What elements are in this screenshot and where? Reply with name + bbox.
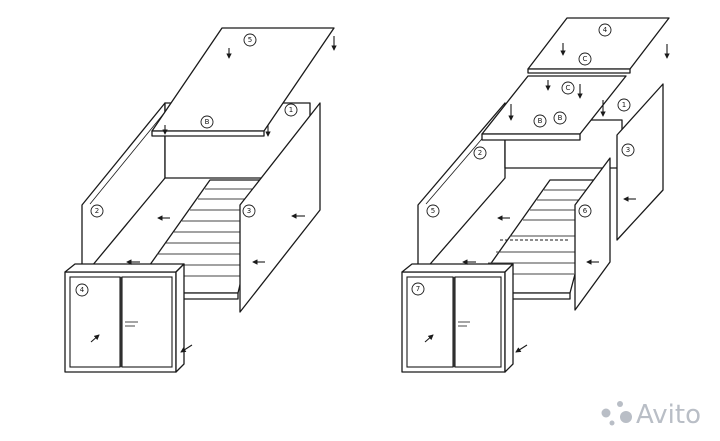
callout-label: 1 [289, 106, 293, 114]
callout-left-roof-lip: B [200, 115, 214, 129]
callout-label: 7 [416, 285, 420, 293]
right-side-wall [574, 157, 611, 311]
callout-left-roof: 5 [243, 33, 257, 47]
callout-left-door: 4 [75, 283, 89, 297]
callout-label: 4 [603, 26, 608, 34]
callout-label: B [205, 118, 210, 126]
callout-right-left-wall: 5 [426, 204, 440, 218]
callout-label: 5 [431, 207, 435, 215]
callout-label: B [538, 117, 543, 125]
callout-left-back-wall: 2 [90, 204, 104, 218]
avito-logo-icon [601, 401, 632, 426]
callout-right-side-wall: 6 [578, 204, 592, 218]
callout-label: C [566, 84, 571, 92]
right-exploded-view [401, 17, 670, 373]
callout-right-rear-wall: 1 [617, 98, 631, 112]
watermark-text: Avito [636, 400, 701, 430]
callout-label: C [583, 55, 588, 63]
avito-watermark: Avito [601, 400, 701, 430]
callout-right-door: 7 [411, 282, 425, 296]
callout-right-roof-c-upper: C [578, 52, 592, 66]
right-door-frame [401, 263, 514, 373]
callout-right-back-wall: 2 [473, 146, 487, 160]
callout-left-front-wall: 3 [242, 204, 256, 218]
callout-right-b-left: B [533, 114, 547, 128]
callout-label: 4 [80, 286, 85, 294]
callout-label: 2 [95, 207, 99, 215]
callout-label: 1 [622, 101, 626, 109]
callout-label: 3 [626, 146, 630, 154]
right-back-wall [417, 102, 506, 279]
callout-right-roof-c-lower: C [561, 81, 575, 95]
left-front-wall [239, 102, 321, 313]
callout-right-far-wall: 3 [621, 143, 635, 157]
callout-right-roof: 4 [598, 23, 612, 37]
callout-label: B [558, 114, 563, 122]
callout-label: 6 [583, 207, 588, 215]
right-roof-panel [527, 17, 670, 70]
callout-left-rear-wall: 1 [284, 103, 298, 117]
left-exploded-view [64, 27, 337, 373]
callout-label: 2 [478, 149, 482, 157]
left-door-frame [64, 263, 185, 373]
callout-right-b-right: B [553, 111, 567, 125]
callout-label: 3 [247, 207, 251, 215]
callout-label: 5 [248, 36, 252, 44]
